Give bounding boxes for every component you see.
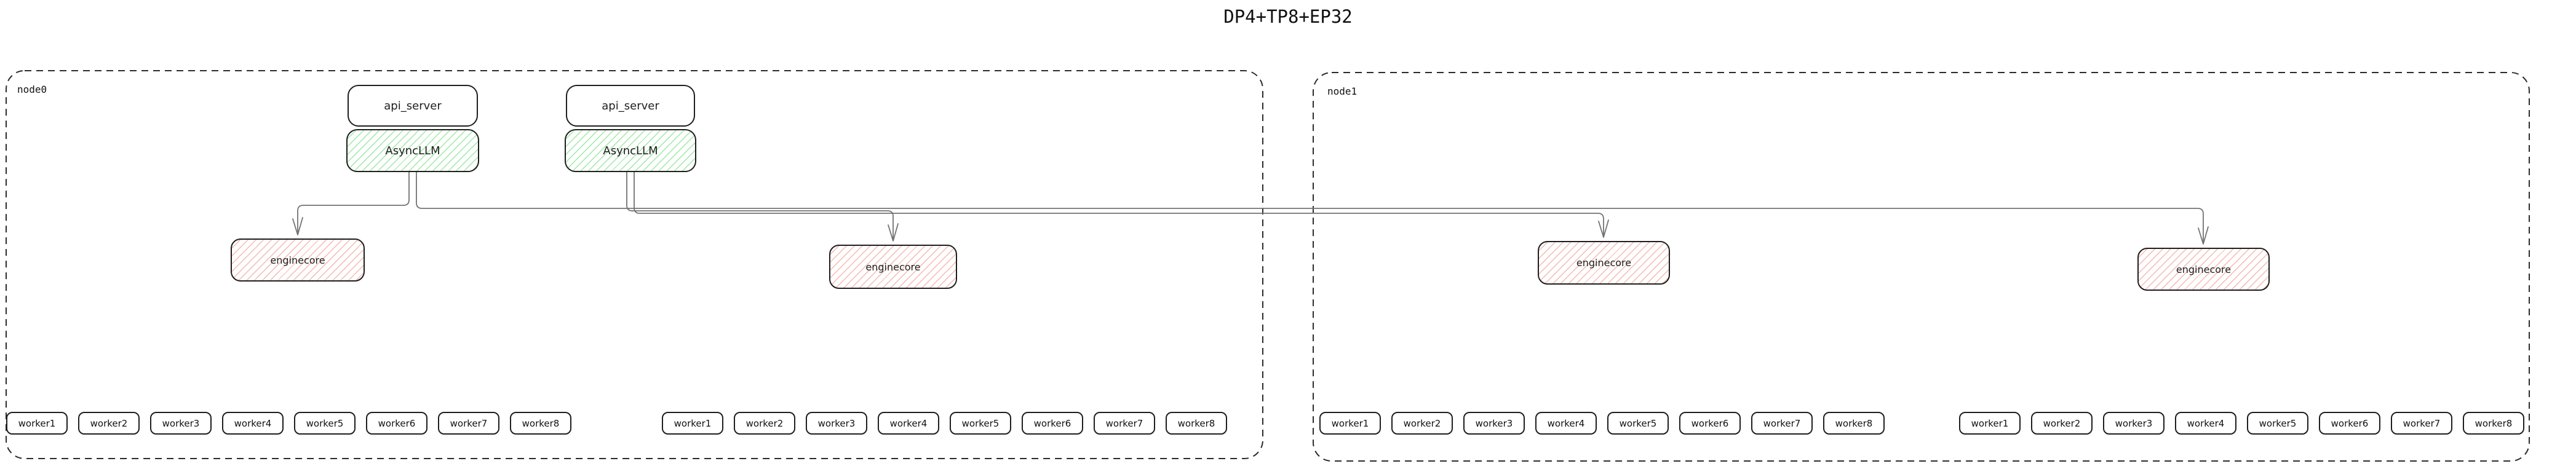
worker-box: worker2 xyxy=(1391,412,1453,435)
api-server-box-1: api_server xyxy=(348,85,478,127)
arrowhead-enginecore4 xyxy=(2198,226,2209,245)
enginecore-box-2: enginecore xyxy=(829,245,957,289)
api-server-label: api_server xyxy=(384,99,442,112)
worker-box: worker5 xyxy=(2247,412,2308,435)
worker-box: worker3 xyxy=(2103,412,2165,435)
worker-box: worker2 xyxy=(734,412,795,435)
worker-box: worker7 xyxy=(1094,412,1155,435)
arrow-llm1-enginecore1 xyxy=(297,171,410,234)
worker-group-node1-1: worker1 worker2 worker3 worker4 worker5 … xyxy=(1319,412,1885,435)
asyncllm-box-2: AsyncLLM xyxy=(565,129,696,172)
arrowhead-enginecore3 xyxy=(1598,219,1609,238)
worker-box: worker4 xyxy=(1535,412,1597,435)
worker-box: worker1 xyxy=(1959,412,2021,435)
worker-group-node0-2: worker1 worker2 worker3 worker4 worker5 … xyxy=(662,412,1227,435)
arrowhead-enginecore1 xyxy=(292,217,303,235)
worker-box: worker5 xyxy=(294,412,356,435)
worker-box: worker4 xyxy=(878,412,939,435)
enginecore-label: enginecore xyxy=(2176,263,2232,275)
worker-box: worker1 xyxy=(662,412,723,435)
worker-box: worker6 xyxy=(2319,412,2380,435)
worker-box: worker4 xyxy=(222,412,284,435)
enginecore-box-1: enginecore xyxy=(231,238,365,282)
asyncllm-label: AsyncLLM xyxy=(385,144,440,157)
worker-box: worker1 xyxy=(6,412,68,435)
api-server-box-2: api_server xyxy=(566,85,695,127)
arrow-llm1-enginecore4 xyxy=(416,171,2204,243)
worker-box: worker3 xyxy=(806,412,867,435)
enginecore-box-3: enginecore xyxy=(1538,241,1670,285)
enginecore-label: enginecore xyxy=(270,254,325,266)
worker-box: worker8 xyxy=(510,412,571,435)
worker-box: worker4 xyxy=(2175,412,2236,435)
worker-box: worker8 xyxy=(1823,412,1885,435)
enginecore-label: enginecore xyxy=(865,261,921,273)
node0-label: node0 xyxy=(17,84,47,95)
worker-box: worker3 xyxy=(150,412,212,435)
worker-box: worker2 xyxy=(78,412,140,435)
node1-container xyxy=(1313,72,2530,462)
worker-box: worker6 xyxy=(366,412,427,435)
worker-box: worker5 xyxy=(950,412,1011,435)
enginecore-box-4: enginecore xyxy=(2137,248,2270,291)
asyncllm-label: AsyncLLM xyxy=(603,144,658,157)
worker-box: worker7 xyxy=(1751,412,1813,435)
worker-box: worker3 xyxy=(1463,412,1525,435)
node1-label: node1 xyxy=(1327,85,1358,97)
arrowhead-enginecore2 xyxy=(888,223,899,242)
arrow-llm2-enginecore2 xyxy=(626,171,894,240)
worker-box: worker6 xyxy=(1022,412,1083,435)
connector-arrows xyxy=(292,171,2209,245)
worker-box: worker7 xyxy=(438,412,499,435)
diagram-title: DP4+TP8+EP32 xyxy=(1223,6,1353,27)
worker-box: worker8 xyxy=(1166,412,1227,435)
worker-box: worker8 xyxy=(2463,412,2524,435)
arrow-llm2-enginecore3 xyxy=(634,171,1604,237)
worker-box: worker6 xyxy=(1679,412,1741,435)
node0-container xyxy=(6,70,1263,459)
worker-group-node0-1: worker1 worker2 worker3 worker4 worker5 … xyxy=(6,412,571,435)
enginecore-label: enginecore xyxy=(1576,257,1632,269)
worker-group-node1-2: worker1 worker2 worker3 worker4 worker5 … xyxy=(1959,412,2524,435)
api-server-label: api_server xyxy=(602,99,659,112)
worker-box: worker1 xyxy=(1319,412,1381,435)
worker-box: worker2 xyxy=(2031,412,2093,435)
worker-box: worker5 xyxy=(1607,412,1669,435)
worker-box: worker7 xyxy=(2391,412,2452,435)
asyncllm-box-1: AsyncLLM xyxy=(346,129,479,172)
